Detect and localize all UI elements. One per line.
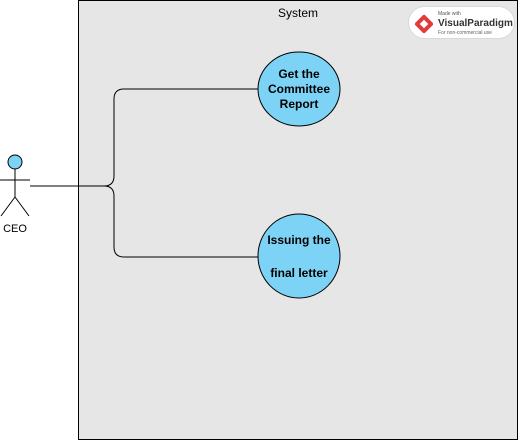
- use-case-label-line: final letter: [270, 266, 328, 280]
- association-line: [103, 185, 258, 258]
- use-case-ellipse[interactable]: [257, 51, 341, 127]
- actor-label: CEO: [3, 223, 27, 235]
- watermark-made-with: Made with: [438, 11, 461, 17]
- use-case-label-line: Committee: [267, 81, 330, 96]
- watermark-note: For non-commercial use: [438, 30, 492, 36]
- system-title: System: [277, 6, 318, 20]
- use-case-label-line: Issuing the: [267, 233, 331, 247]
- use-case-get-committee-report[interactable]: Get the Committee Report: [258, 52, 340, 126]
- use-case-issuing-final-letter[interactable]: Issuing the final letter: [258, 214, 340, 298]
- actor-figure[interactable]: [0, 154, 30, 217]
- actor-leg-right: [14, 196, 30, 217]
- visual-paradigm-logo-icon: [414, 14, 434, 34]
- association-line: [30, 88, 258, 187]
- watermark-brand: VisualParadigm: [438, 18, 513, 29]
- actor-head: [7, 154, 23, 170]
- visual-paradigm-watermark: Made with VisualParadigm For non-commerc…: [408, 6, 515, 39]
- use-case-label-line: Report: [279, 96, 319, 111]
- use-case-ellipse[interactable]: [257, 213, 341, 299]
- actor-leg-left: [0, 196, 16, 217]
- use-case-label-line: Get the: [278, 66, 320, 81]
